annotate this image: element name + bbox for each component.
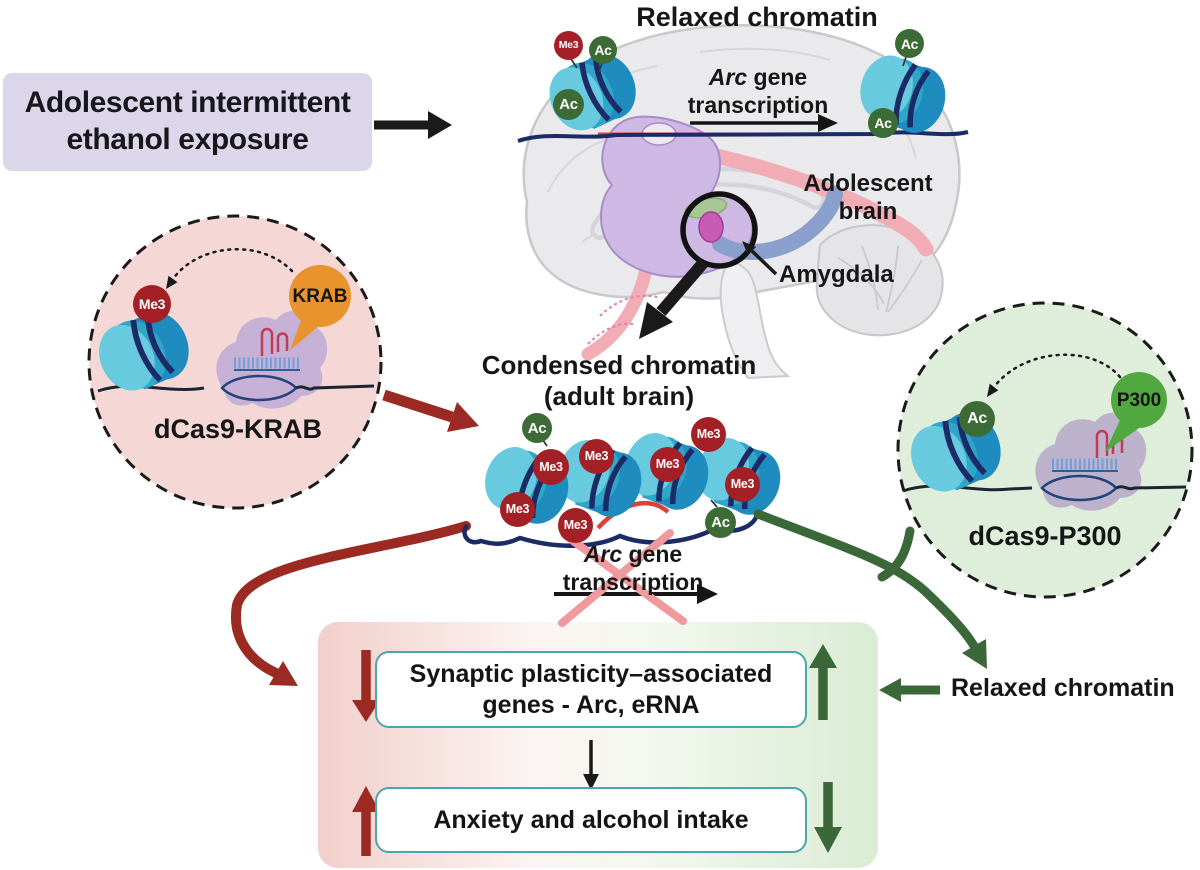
transfer-arc-arrowhead [987,383,999,397]
transfer-arc-arrowhead [166,275,178,289]
genes-box-line2: genes - Arc, eRNA [482,690,700,719]
me3-mark: Me3 [650,447,685,482]
arc-gene-italic: Arc [708,64,748,90]
ac-mark: Ac [868,108,898,138]
pink-tract-down [581,263,653,361]
krab-effector-circle: KRAB [289,265,351,327]
dcas9-p300-label: dCas9-P300 [968,521,1122,551]
ac-mark: Ac [895,29,924,58]
synaptic-genes-box: Synaptic plasticity–associated genes - A… [375,651,807,728]
magnifier-arrow [639,258,709,339]
p300-dna-right [1115,485,1187,491]
sgrna-hairpin-krab [260,327,289,356]
genes-down-arrow-red [352,650,380,722]
ac-mark: Ac [553,89,584,120]
acetylation-transfer-arc [992,353,1122,389]
activation-arrow-into-panel [879,678,940,702]
methylation-transfer-arc [171,247,294,281]
cerebellum-branches [837,245,923,313]
arc-gene-line: Arc gene [663,64,853,92]
condensed-dna-red [596,500,670,530]
p300-effector-circle: P300 [1111,372,1167,428]
ac-mark: Ac [589,36,617,64]
krab-module [89,214,383,510]
repression-arrow-to-chromatin [382,389,479,432]
brainstem [719,260,791,380]
genes-box-line1: Synaptic plasticity–associated [409,659,773,688]
relaxed-chromatin-title: Relaxed chromatin [636,2,878,32]
behavior-box-text: Anxiety and alcohol intake [433,805,749,834]
krab-dna-left [97,384,205,393]
transcription-arrow-blocked [554,584,718,604]
transcription-arrow-top [690,114,838,132]
amygdala-circle [680,191,758,269]
adolescent-brain-label: Adolescent brain [798,170,938,226]
arc-transcription-top-label: Arc gene transcription [663,64,853,119]
me3-mark: Me3 [533,449,569,485]
transcription-word: transcription [687,91,829,118]
transcription-word: transcription [562,568,704,595]
amygdala-pointer-arrow [742,241,778,276]
brain-label-line1: Adolescent [803,170,933,197]
arc-gene-line: Arc gene [538,541,728,569]
relaxed-chromatin-bottom-label: Relaxed chromatin [951,674,1175,702]
behavior-down-arrow-green [814,782,842,853]
activation-arrow-long [753,509,987,669]
anxiety-alcohol-box: Anxiety and alcohol intake [375,787,807,853]
genes-to-behavior-arrow [583,740,599,790]
p300-module [896,301,1194,599]
dcas9-krab-label: dCas9-KRAB [153,414,323,444]
me3-mark: Me3 [725,467,760,502]
arc-gene-italic: Arc [583,541,623,567]
blocked-x [558,529,687,627]
amygdala-label: Amygdala [779,261,894,288]
exposure-line2: ethanol exposure [66,123,309,156]
brain-label-line2: brain [838,198,898,226]
pink-tract-swoosh [660,138,934,257]
me3-mark: Me3 [500,492,535,527]
ac-mark: Ac [522,413,552,443]
me3-mark: Me3 [579,439,614,474]
genes-up-arrow-green [809,644,837,720]
ac-mark: Ac [705,507,736,538]
stitch-line [599,294,661,317]
me3-mark: Me3 [558,508,593,543]
repression-arrow-to-outcomes [230,521,471,686]
amygdala-magenta [698,211,724,243]
krab-dna-right [295,384,375,391]
arc-gene-suffix: gene [747,64,808,90]
top-dna-strand [517,130,969,143]
arc-transcription-mid-label: Arc gene transcription [538,541,728,596]
exposure-box: Adolescent intermittent ethanol exposure [3,73,372,171]
me3-mark: Me3 [554,31,583,60]
exposure-line1: Adolescent intermittent [24,86,351,120]
brain-illustration [522,24,961,380]
behavior-up-arrow-red [352,786,380,856]
arc-gene-suffix: gene [622,541,683,567]
condensed-title-line1: Condensed chromatin [481,350,757,380]
condensed-chromatin-title: Condensed chromatin (adult brain) [443,350,795,411]
condensed-title-line2: (adult brain) [543,380,695,411]
me3-mark: Me3 [691,417,726,452]
exposure-arrow [374,111,452,139]
fornix-blue [712,186,843,260]
p300-tail [1105,420,1142,452]
ac-mark: Ac [959,401,995,437]
me3-mark: Me3 [133,285,171,323]
